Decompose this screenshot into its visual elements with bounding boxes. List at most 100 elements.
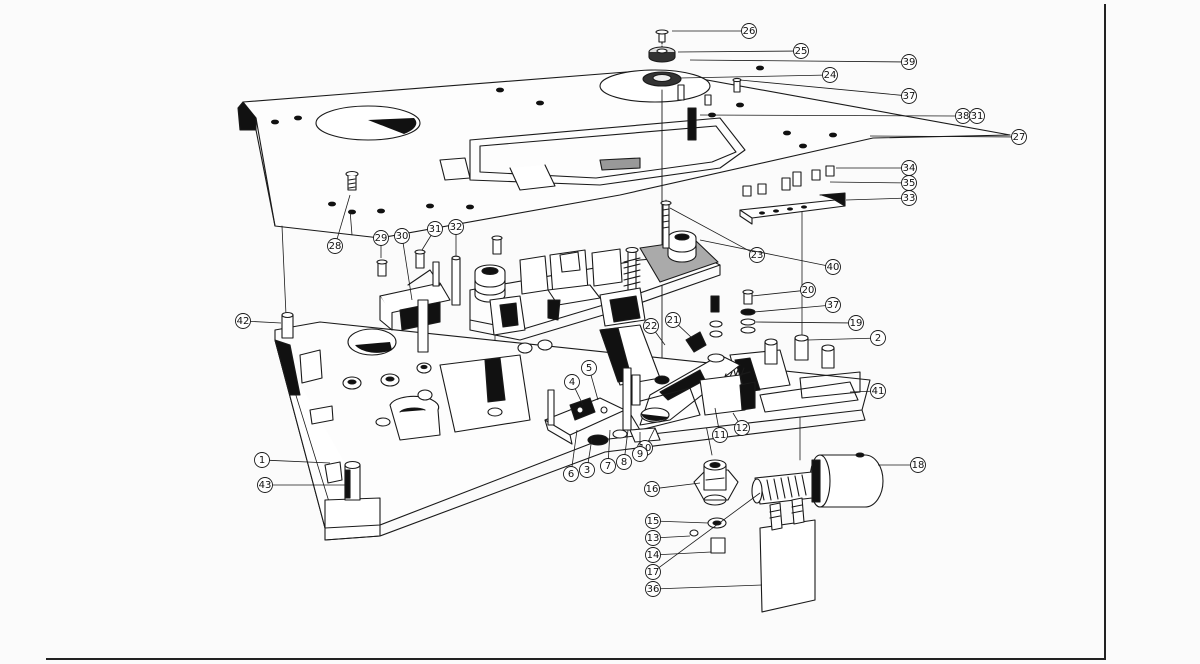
callout-circle	[800, 282, 816, 298]
callout-label: 43	[259, 480, 272, 491]
callout-circle	[645, 581, 661, 597]
callout-circle	[645, 547, 661, 563]
callout-circle	[645, 564, 661, 580]
callout-16: 16	[644, 481, 701, 497]
callout-label: 4	[569, 377, 575, 388]
callout-label: 41	[872, 386, 885, 397]
callout-circle	[793, 43, 809, 59]
callout-label: 25	[795, 46, 808, 57]
callout-circle	[822, 67, 838, 83]
callout-circle	[665, 312, 681, 328]
leader-line	[807, 337, 871, 341]
callout-label: 22	[645, 321, 658, 332]
callout-label: 2	[875, 333, 881, 344]
callout-label: 19	[850, 318, 863, 329]
callout-26: 26	[672, 23, 757, 39]
board-36	[759, 497, 816, 613]
callout-11: 11	[712, 407, 728, 443]
callout-41: 41	[849, 383, 886, 399]
leader-line	[732, 412, 739, 422]
callout-15: 15	[645, 513, 709, 529]
callout-8: 8	[616, 429, 632, 470]
solenoid-18	[751, 452, 884, 508]
lever-assembly	[544, 367, 661, 446]
callout-circle	[373, 230, 389, 246]
callout-label: 8	[621, 457, 627, 468]
callout-32: 32	[448, 219, 464, 256]
callout-19: 19	[755, 315, 864, 331]
callout-label: 6	[568, 469, 574, 480]
callout-7: 7	[600, 429, 616, 474]
callout-36: 36	[645, 581, 763, 597]
callout-circle	[327, 238, 343, 254]
leader-line	[660, 535, 691, 538]
callout-circle	[870, 383, 886, 399]
callout-1: 1	[254, 452, 331, 468]
callout-42: 42	[235, 313, 282, 329]
callout-circle	[579, 462, 595, 478]
callout-circle	[870, 330, 886, 346]
callout-4: 4	[564, 374, 584, 406]
callout-label: 12	[736, 423, 749, 434]
callout-circle	[643, 318, 659, 334]
leader-line	[699, 114, 956, 117]
leader-line	[669, 207, 751, 252]
callout-label: 1	[259, 455, 265, 466]
callout-20: 20	[751, 282, 816, 298]
leader-line	[658, 492, 761, 568]
leader-line	[660, 551, 712, 556]
callout-6: 6	[563, 429, 579, 482]
callout-circle	[257, 477, 273, 493]
leader-line	[689, 59, 902, 63]
callout-label: 9	[637, 449, 643, 460]
callout-circle	[825, 297, 841, 313]
callout-14: 14	[645, 547, 712, 563]
callout-9: 9	[632, 432, 648, 462]
leader-line	[714, 407, 720, 428]
callout-label: 3	[584, 465, 590, 476]
leader-line	[655, 331, 666, 346]
callout-24: 24	[679, 67, 838, 83]
drive-linkage	[624, 331, 756, 431]
callout-38: 38	[699, 108, 971, 124]
callout-circle	[901, 54, 917, 70]
callout-22: 22	[643, 318, 666, 346]
callout-17: 17	[645, 492, 761, 580]
callout-label: 30	[396, 231, 409, 242]
callout-circle	[581, 360, 597, 376]
capstan-flywheel-stack	[642, 29, 742, 381]
callout-circle	[910, 457, 926, 473]
callout-label: 20	[802, 285, 815, 296]
callout-label: 23	[751, 250, 764, 261]
screw-28	[345, 170, 359, 191]
callout-label: 34	[903, 163, 916, 174]
callout-circle	[632, 446, 648, 462]
callout-circle	[712, 427, 728, 443]
callout-21: 21	[665, 312, 693, 339]
callout-circle	[645, 530, 661, 546]
callout-label: 28	[329, 241, 342, 252]
callout-29: 29	[373, 230, 389, 258]
callout-label: 37	[903, 91, 916, 102]
leader-line	[678, 324, 693, 339]
callout-circle	[644, 481, 660, 497]
callout-43: 43	[257, 477, 345, 493]
callout-circle	[645, 513, 661, 529]
callout-12: 12	[732, 412, 750, 436]
callout-circle	[825, 259, 841, 275]
callout-label: 29	[375, 233, 388, 244]
standoff-43	[344, 460, 361, 501]
right-hardware	[709, 289, 835, 369]
leader-line	[624, 429, 629, 455]
callout-circle	[901, 190, 917, 206]
leader-line	[608, 429, 611, 459]
callout-3: 3	[579, 437, 595, 478]
callout-label: 21	[667, 315, 680, 326]
callout-30: 30	[394, 228, 413, 301]
leader-line	[402, 243, 413, 301]
callout-circle	[564, 374, 580, 390]
callout-label: 31	[971, 111, 984, 122]
callout-label: 31	[429, 224, 442, 235]
